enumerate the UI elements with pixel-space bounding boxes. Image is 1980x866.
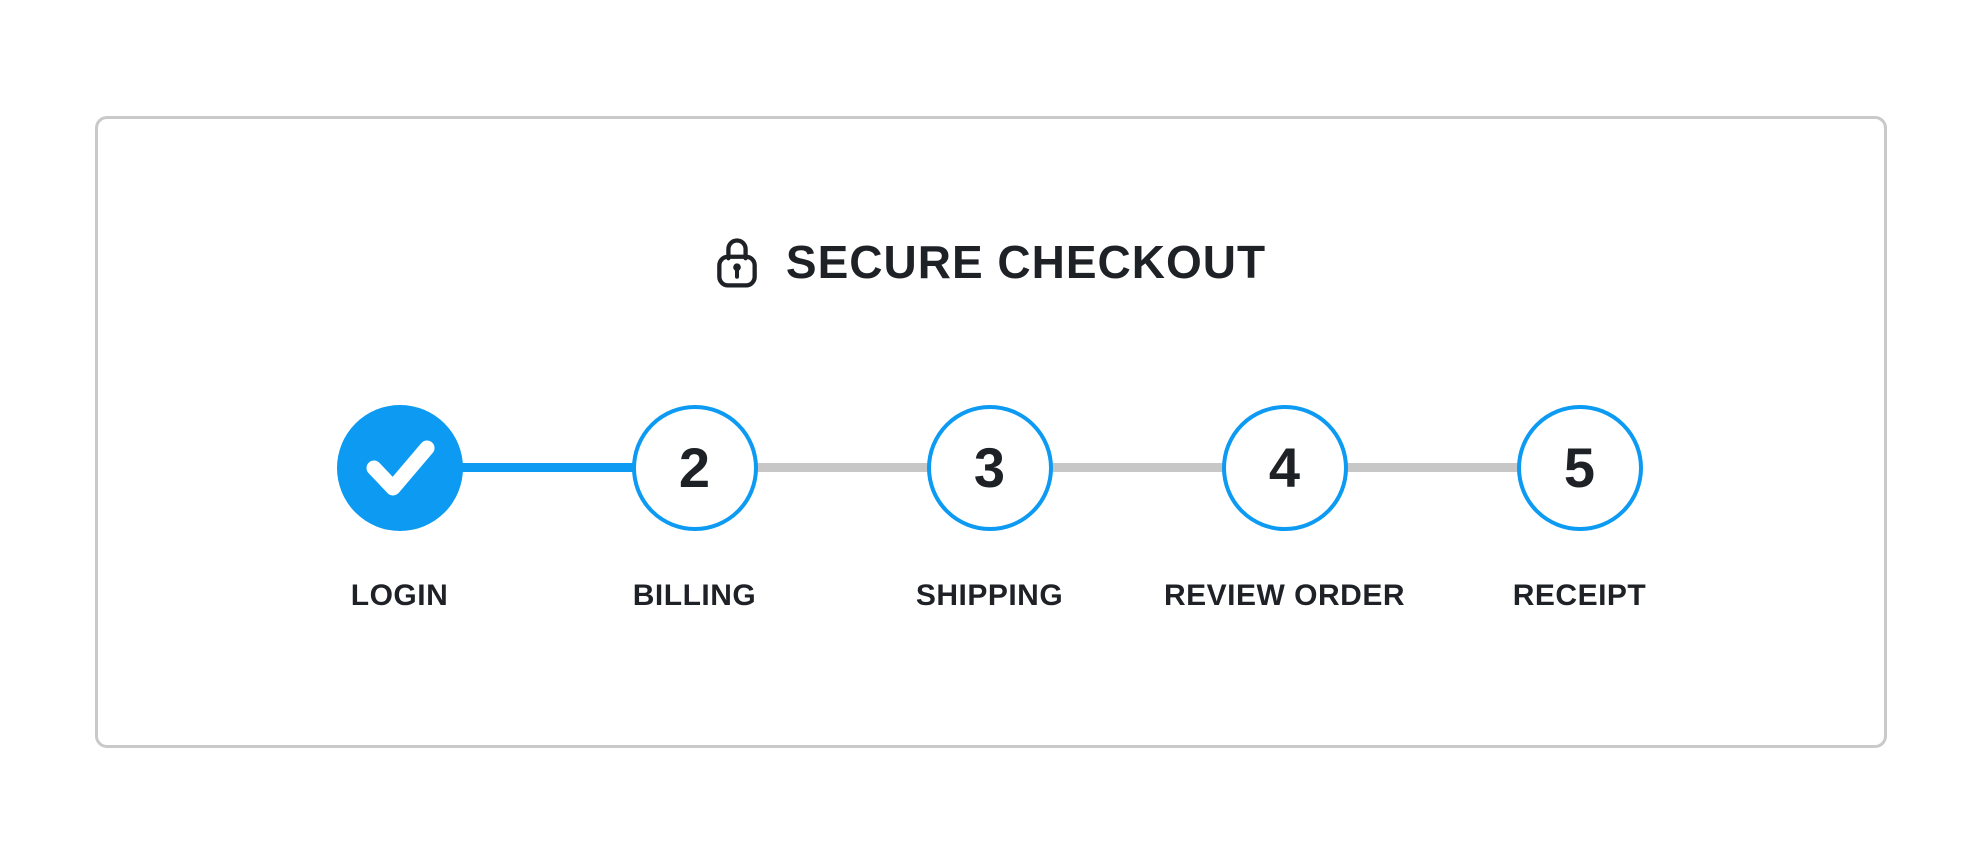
checkout-card: SECURE CHECKOUT LOGIN 2 BILLING xyxy=(95,116,1887,748)
checkout-stepper: LOGIN 2 BILLING 3 SHIPPING 4 REVIEW ORDE… xyxy=(252,405,1727,645)
step-login: LOGIN xyxy=(252,405,547,613)
connector-billing-shipping xyxy=(694,463,990,472)
connector-login-billing xyxy=(399,463,695,472)
step-review-order-number: 4 xyxy=(1268,436,1301,499)
step-receipt: 5 RECEIPT xyxy=(1432,405,1727,613)
step-review-order: 4 REVIEW ORDER xyxy=(1137,405,1432,613)
step-review-order-label: REVIEW ORDER xyxy=(1163,579,1406,612)
step-login-circle[interactable] xyxy=(336,403,463,534)
step-receipt-number: 5 xyxy=(1563,436,1596,499)
step-billing-label: BILLING xyxy=(632,579,757,612)
check-icon xyxy=(337,403,463,534)
step-login-label: LOGIN xyxy=(350,579,449,612)
step-receipt-label: RECEIPT xyxy=(1512,579,1647,612)
step-shipping-circle[interactable]: 3 xyxy=(926,405,1053,531)
lock-icon xyxy=(716,234,758,290)
step-billing-number: 2 xyxy=(678,436,711,499)
step-shipping-number: 3 xyxy=(973,436,1006,499)
connector-review-receipt xyxy=(1284,463,1580,472)
connector-shipping-review xyxy=(989,463,1285,472)
step-billing: 2 BILLING xyxy=(547,405,842,613)
step-receipt-circle[interactable]: 5 xyxy=(1516,405,1643,531)
step-billing-circle[interactable]: 2 xyxy=(631,405,758,531)
step-shipping-label: SHIPPING xyxy=(915,579,1064,612)
checkout-header: SECURE CHECKOUT xyxy=(98,226,1884,298)
step-review-order-circle[interactable]: 4 xyxy=(1221,405,1348,531)
page-title: SECURE CHECKOUT xyxy=(785,236,1267,288)
step-shipping: 3 SHIPPING xyxy=(842,405,1137,613)
